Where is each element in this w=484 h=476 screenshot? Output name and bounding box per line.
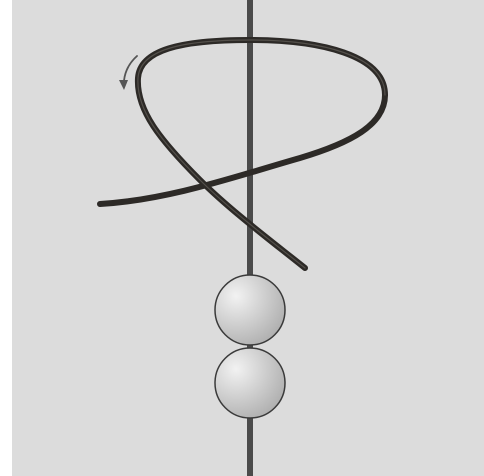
bead-lower xyxy=(215,348,285,418)
bead-upper xyxy=(215,275,285,345)
